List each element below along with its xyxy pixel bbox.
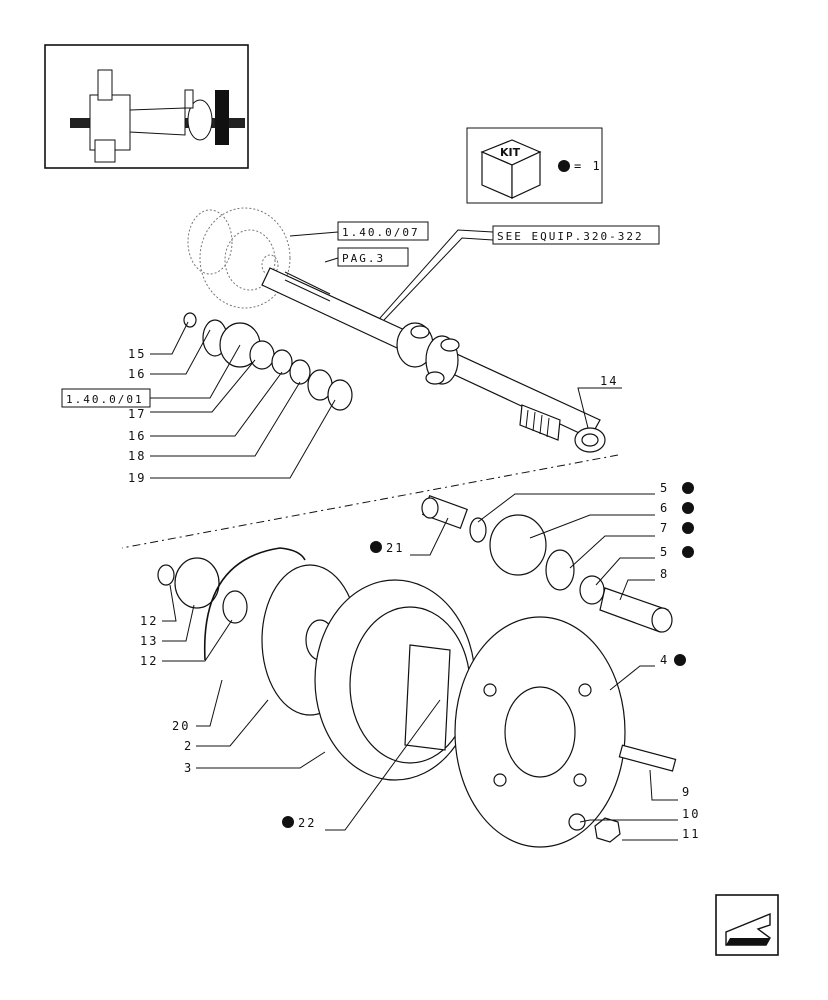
callout-label: 12	[140, 614, 158, 628]
ref-box-pag-3[interactable]: PAG.3	[337, 247, 409, 267]
kit-bullet-icon	[682, 522, 694, 534]
axle-splined-end	[519, 404, 561, 441]
callout-label: 16	[128, 367, 146, 381]
callout-label: 3	[184, 761, 193, 775]
callout-label: 7	[660, 521, 669, 535]
callout-18[interactable]: 18	[128, 381, 301, 463]
callout-label: 22	[298, 816, 316, 830]
callout-8[interactable]: 8	[619, 567, 669, 601]
ref-box-1-40-0-01[interactable]: 1.40.0/01	[61, 388, 151, 408]
callout-6[interactable]: 6	[529, 501, 694, 539]
universal-joint	[396, 322, 460, 385]
ref-label-1-40-0-01: 1.40.0/01	[66, 393, 144, 406]
assembly-thumbnail[interactable]	[44, 44, 249, 169]
kit-bullet-icon	[682, 546, 694, 558]
sun-gear-group	[157, 547, 306, 661]
callout-12-a[interactable]: 12	[140, 584, 177, 628]
callout-label: 5	[660, 481, 669, 495]
callout-5-a[interactable]: 5	[477, 481, 694, 523]
part-14-seal	[574, 427, 606, 453]
callout-14[interactable]: 14	[577, 374, 622, 429]
kit-bullet-icon	[370, 541, 382, 553]
callout-17[interactable]: 17	[128, 344, 256, 421]
callout-20[interactable]: 20	[172, 679, 223, 733]
bearing-ring-stack	[183, 312, 353, 411]
hub-flange	[454, 616, 677, 848]
callout-label: 13	[140, 634, 158, 648]
ref-box-see-equip[interactable]: SEE EQUIP.320-322	[492, 225, 660, 245]
callout-label: 18	[128, 449, 146, 463]
callout-label: 14	[600, 374, 618, 388]
callout-19[interactable]: 19	[128, 399, 336, 485]
callout-label: 16	[128, 429, 146, 443]
kit-label: KIT	[500, 146, 521, 159]
callout-10[interactable]: 10	[579, 807, 700, 823]
kit-bullet-icon	[558, 160, 570, 172]
callout-label: 11	[682, 827, 700, 841]
callout-16-a[interactable]: 16	[128, 329, 211, 381]
callout-label: 21	[386, 541, 404, 555]
kit-bullet-icon	[674, 654, 686, 666]
callout-label: 9	[682, 785, 691, 799]
kit-bullet-icon	[682, 502, 694, 514]
callout-13[interactable]: 13	[140, 604, 195, 648]
callout-16-b[interactable]: 16	[128, 371, 283, 443]
previous-page-button[interactable]	[715, 894, 779, 956]
callout-label: 15	[128, 347, 146, 361]
callout-label: 17	[128, 407, 146, 421]
planet-pinion-group	[421, 494, 673, 633]
callout-4[interactable]: 4	[609, 653, 686, 691]
callout-label: 19	[128, 471, 146, 485]
callout-9[interactable]: 9	[649, 769, 691, 801]
differential-housing-reference	[187, 207, 291, 309]
callout-21[interactable]: 21	[370, 517, 449, 556]
callout-label: 2	[184, 739, 193, 753]
kit-cube-icon	[480, 139, 542, 199]
ref-label-see-equip: SEE EQUIP.320-322	[497, 230, 644, 243]
ring-gear	[314, 579, 476, 781]
callout-3[interactable]: 3	[184, 751, 326, 775]
callout-label: 12	[140, 654, 158, 668]
previous-page-arrow-icon	[725, 912, 771, 946]
kit-bullet-icon	[682, 482, 694, 494]
ref-label-pag-3: PAG.3	[342, 252, 385, 265]
callout-label: 20	[172, 719, 190, 733]
kit-legend: KIT = 1	[466, 127, 603, 204]
callout-5-b[interactable]: 5	[595, 545, 694, 586]
callout-2[interactable]: 2	[184, 699, 269, 753]
kit-bullet-icon	[282, 816, 294, 828]
callout-7[interactable]: 7	[569, 521, 694, 569]
callout-label: 10	[682, 807, 700, 821]
callout-11[interactable]: 11	[622, 827, 700, 841]
callout-12-b[interactable]: 12	[140, 619, 233, 668]
ref-box-1-40-0-07[interactable]: 1.40.0/07	[337, 221, 429, 241]
axle-assembly-thumbnail-icon	[70, 69, 245, 163]
callout-label: 8	[660, 567, 669, 581]
ref-label-1-40-0-07: 1.40.0/07	[342, 226, 420, 239]
callout-label: 4	[660, 653, 669, 667]
kit-equals-text: = 1	[574, 159, 602, 173]
callout-label: 5	[660, 545, 669, 559]
callout-22[interactable]: 22	[282, 699, 441, 831]
callout-label: 6	[660, 501, 669, 515]
callout-15[interactable]: 15	[128, 321, 189, 361]
